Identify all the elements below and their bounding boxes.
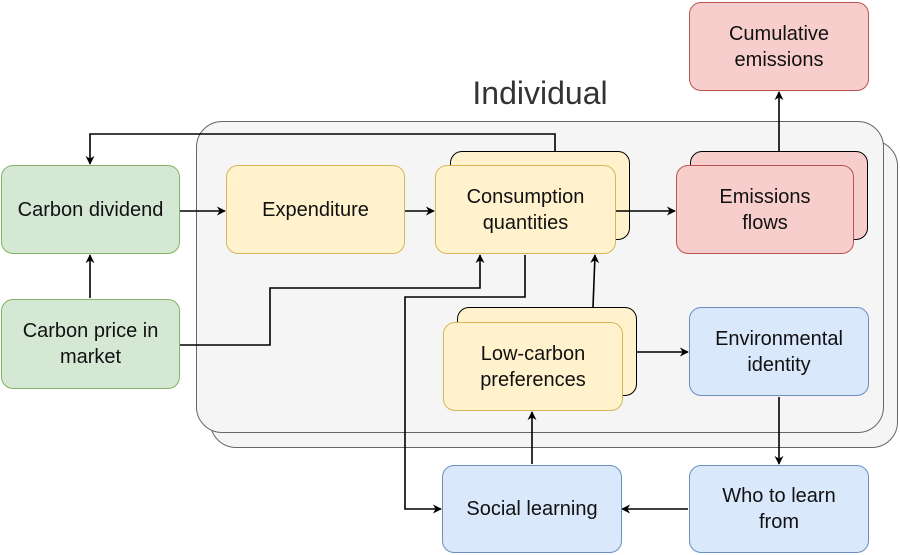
node-who-to-learn-from: Who to learn from — [689, 465, 869, 553]
node-consumption-quantities: Consumption quantities — [435, 165, 616, 254]
node-social-learning: Social learning — [442, 465, 622, 553]
edge-low-carbon-to-consumption — [593, 255, 595, 307]
node-carbon-price: Carbon price in market — [1, 299, 180, 389]
node-emissions-flows: Emissions flows — [676, 165, 854, 254]
node-expenditure: Expenditure — [226, 165, 405, 254]
node-carbon-dividend: Carbon dividend — [1, 165, 180, 254]
edge-price-to-consumption — [180, 255, 480, 345]
node-cumulative-emissions: Cumulative emissions — [689, 2, 869, 91]
edge-consumption-to-dividend — [90, 134, 555, 164]
node-low-carbon-preferences: Low-carbon preferences — [443, 322, 623, 411]
node-environmental-identity: Environmental identity — [689, 307, 869, 396]
